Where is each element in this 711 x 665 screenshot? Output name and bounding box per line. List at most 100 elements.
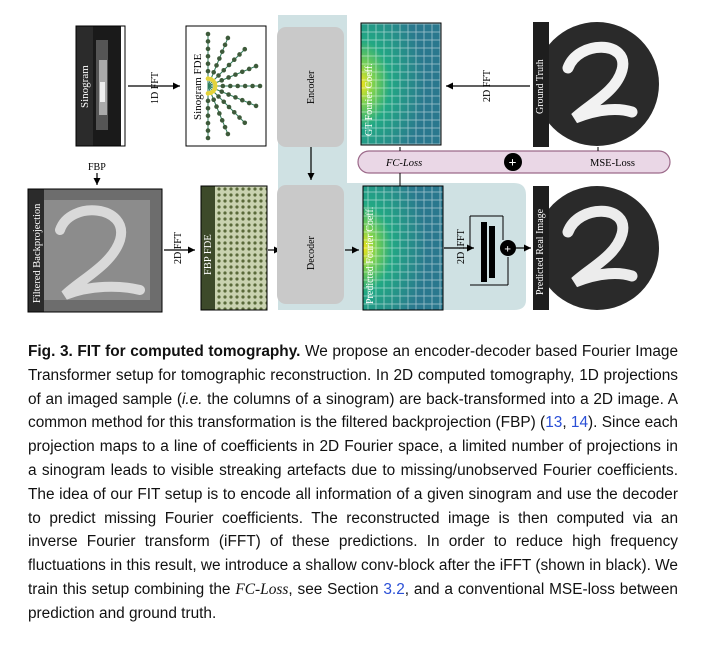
fde-dot	[221, 67, 227, 73]
caption-sep: ,	[562, 414, 571, 432]
caption-text-4: , see Section	[288, 580, 384, 598]
gt-fourier-image	[360, 22, 442, 146]
caption-ie: i.e.	[181, 390, 203, 408]
fde-dot	[205, 31, 211, 37]
fde-dot	[240, 97, 245, 103]
fde-dot	[221, 99, 227, 105]
fde-dot	[235, 83, 241, 89]
fde-dot	[205, 128, 211, 133]
caption-text-5: , and a conventional MSE-loss between pr…	[28, 580, 678, 622]
fde-dot	[205, 105, 211, 111]
predicted-real-label: Predicted Real Image	[535, 208, 546, 295]
fde-dot	[225, 35, 231, 41]
fde-dot	[226, 75, 231, 80]
fde-dot	[253, 103, 259, 109]
predicted-fourier-label: Predicted Fourier Coeff.	[365, 207, 376, 304]
fde-dot	[205, 61, 211, 67]
caption-text-3: ). Since each projection maps to a line …	[28, 414, 678, 598]
fde-dot	[205, 68, 211, 74]
caption-fc-loss: FC-Loss	[235, 580, 289, 598]
fde-dot	[216, 73, 221, 78]
fft-1d-label: 1D FFT	[150, 72, 161, 104]
fc-loss-label: FC-Loss	[385, 158, 422, 169]
caption-text-2: the columns of a sinogram) are back-tran…	[28, 390, 678, 432]
sinogram-fde-label: Sinogram FDE	[192, 53, 204, 120]
decoder-block	[277, 185, 344, 304]
fde-dot	[205, 53, 211, 59]
fde-dot	[219, 118, 225, 123]
fft-2d-top-label: 2D FFT	[482, 70, 493, 102]
section-link-3-2[interactable]: 3.2	[383, 580, 405, 598]
figure-caption: Fig. 3. FIT for computed tomography. We …	[28, 340, 678, 626]
fbp-label: FBP	[88, 162, 106, 173]
fde-dot	[219, 78, 225, 83]
gt-fourier-label: GT Fourier Coeff.	[364, 63, 375, 136]
fde-dot	[205, 113, 211, 119]
fde-dot	[240, 69, 245, 75]
fde-dot	[205, 46, 211, 52]
fde-dot	[242, 83, 248, 89]
citation-link-13[interactable]: 13	[545, 414, 563, 432]
mse-loss-label: MSE-Loss	[590, 158, 635, 169]
loss-plus-circle	[504, 153, 522, 171]
fde-dot	[226, 104, 232, 110]
sinogram-label: Sinogram	[79, 65, 91, 108]
fde-dot	[217, 111, 222, 116]
fde-dot	[205, 98, 211, 104]
fft-2d-bottom-label: 2D FFT	[173, 232, 184, 264]
fde-dot	[227, 83, 233, 89]
sinogram-fde-image	[185, 25, 267, 147]
citation-link-14[interactable]: 14	[570, 414, 589, 432]
ground-truth-label: Ground Truth	[535, 59, 546, 114]
fde-dot	[242, 120, 248, 126]
fde-dot	[220, 83, 226, 89]
fde-dot	[214, 104, 219, 109]
fde-dot	[211, 97, 216, 103]
fde-dot	[205, 135, 211, 141]
loss-plus-sign: +	[509, 156, 517, 171]
conv-block	[469, 215, 509, 286]
fbp-fde-image	[200, 185, 268, 311]
fde-dot	[237, 115, 242, 120]
decoder-label: Decoder	[306, 235, 317, 270]
encoder-label: Encoder	[306, 70, 317, 104]
fde-dot	[217, 56, 222, 61]
fde-dot	[205, 39, 211, 44]
sinogram-image	[75, 25, 126, 147]
fde-dot	[225, 131, 231, 137]
fde-dot	[250, 83, 255, 89]
fde-dot	[222, 124, 228, 130]
conv-plus-sign: +	[504, 242, 511, 256]
fbp-fde-label: FBP FDE	[203, 234, 214, 275]
fde-dot	[214, 63, 219, 68]
fde-dot	[219, 89, 225, 94]
fde-dot	[233, 95, 238, 100]
fde-dot	[216, 94, 221, 99]
fde-dot	[211, 69, 216, 75]
caption-text-1: We propose an encoder-decoder based Four…	[28, 343, 678, 408]
ground-truth-image	[533, 22, 661, 147]
fde-dot	[231, 109, 237, 115]
encoder-block	[277, 27, 344, 147]
fde-dot	[246, 66, 252, 72]
predicted-real-image	[533, 186, 661, 310]
fde-dot	[226, 62, 232, 68]
ifft-2d-label: 2D iFFT	[456, 229, 467, 264]
filtered-backprojection-label: Filtered Backprojection	[32, 203, 43, 303]
fde-dot	[226, 92, 231, 97]
fde-dot	[242, 46, 248, 52]
fde-dot	[205, 120, 211, 126]
fde-dot	[253, 63, 259, 69]
filtered-backprojection-image	[27, 188, 163, 313]
fde-dot	[237, 52, 242, 57]
fit-figure: Sinogram 1D FFT Sinogram FDE Encoder GT …	[27, 15, 671, 313]
predicted-fourier-image	[362, 185, 444, 311]
fde-dot	[222, 42, 228, 48]
fde-dot	[205, 91, 211, 96]
fde-dot	[219, 49, 225, 54]
caption-fig-label: Fig. 3.	[28, 343, 73, 360]
fde-dot	[246, 100, 252, 106]
fde-dot	[257, 83, 263, 89]
conv-plus-circle	[500, 240, 516, 256]
caption-fig-title: FIT for computed tomography.	[77, 343, 301, 360]
